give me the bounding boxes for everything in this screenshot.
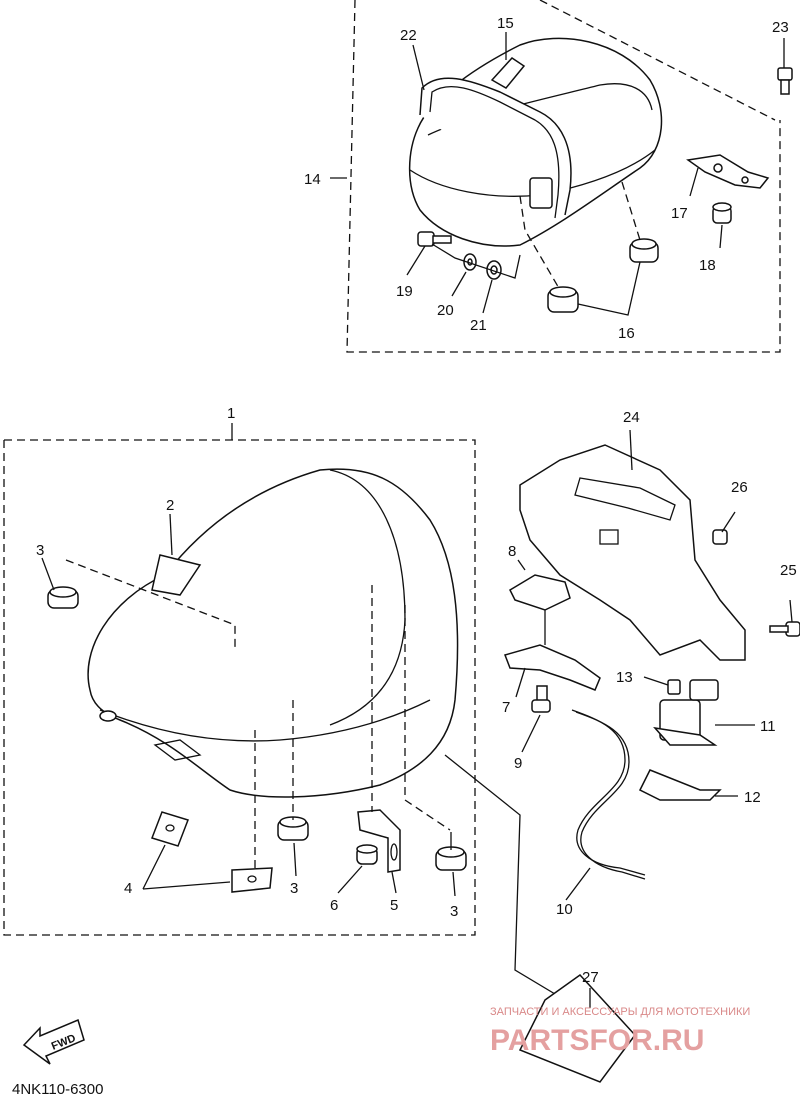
part-label-16: 16 <box>618 325 635 342</box>
part-label-18: 18 <box>699 257 716 274</box>
part-number-labels: 1 2 3 3 3 4 5 6 7 8 9 10 11 12 13 14 15 … <box>36 15 797 986</box>
damper-16-b <box>547 286 579 313</box>
part-label-9: 9 <box>514 755 522 772</box>
nut-6 <box>356 844 378 865</box>
part-label-3a: 3 <box>36 542 44 559</box>
part-label-22: 22 <box>400 27 417 44</box>
bracket-17 <box>686 154 770 189</box>
part-label-25: 25 <box>780 562 797 579</box>
part-label-6: 6 <box>330 897 338 914</box>
main-seat <box>87 468 459 798</box>
bolt-23 <box>777 67 793 95</box>
part-label-5: 5 <box>390 897 398 914</box>
bolt-19 <box>417 231 452 247</box>
grab-bar <box>419 77 572 219</box>
part-label-11: 11 <box>760 718 776 735</box>
part-label-3c: 3 <box>450 903 458 920</box>
lower-leader-lines <box>41 513 566 1001</box>
part-label-2: 2 <box>166 497 174 514</box>
emblem-15 <box>490 57 526 89</box>
bolt-26 <box>712 511 736 545</box>
upper-leader-lines <box>406 32 785 316</box>
label-27 <box>518 974 636 1083</box>
part-label-7: 7 <box>502 699 510 716</box>
part-label-12: 12 <box>744 789 761 806</box>
part-label-10: 10 <box>556 901 573 918</box>
part-label-17: 17 <box>671 205 688 222</box>
part-label-19: 19 <box>396 283 413 300</box>
part-label-1: 1 <box>227 405 235 422</box>
fwd-arrow: FWD <box>22 1018 85 1065</box>
bolt-25 <box>769 599 800 637</box>
damper-3-b <box>277 816 309 841</box>
part-label-20: 20 <box>437 302 454 319</box>
bracket-5 <box>357 809 401 873</box>
part-label-14: 14 <box>304 171 321 188</box>
watermark: ЗАПЧАСТИ И АКСЕССУАРЫ ДЛЯ МОТОТЕХНИКИ PA… <box>490 1006 750 1057</box>
bolt-13 <box>643 676 719 701</box>
part-label-27: 27 <box>582 969 599 986</box>
diagram-code: 4NK110-6300 <box>12 1081 103 1098</box>
damper-3-a <box>47 586 79 609</box>
lever-12 <box>638 769 738 801</box>
bolt-9 <box>521 685 551 753</box>
bracket-7 <box>504 610 601 698</box>
part-label-3b: 3 <box>290 880 298 897</box>
part-label-23: 23 <box>772 19 789 36</box>
part-label-13: 13 <box>616 669 633 686</box>
part-label-24: 24 <box>623 409 640 426</box>
group-1-outline <box>3 423 476 936</box>
damper-3-c <box>435 846 467 871</box>
cable-10 <box>565 709 646 901</box>
nut-18 <box>712 202 732 224</box>
part-label-8: 8 <box>508 543 516 560</box>
damper-16-a <box>629 238 659 263</box>
group-14-outline <box>330 0 781 353</box>
watermark-logo: PARTSFOR.RU <box>490 1024 704 1057</box>
bracket-8 <box>509 559 571 611</box>
clip-4-b <box>231 867 273 893</box>
part-label-21: 21 <box>470 317 487 334</box>
part-label-4: 4 <box>124 880 132 897</box>
part-label-26: 26 <box>731 479 748 496</box>
watermark-subtitle: ЗАПЧАСТИ И АКСЕССУАРЫ ДЛЯ МОТОТЕХНИКИ <box>490 1006 750 1018</box>
emblem-2 <box>151 554 202 596</box>
clip-4-a <box>151 811 189 847</box>
part-label-15: 15 <box>497 15 514 32</box>
cover-24 <box>519 444 746 661</box>
lock-11 <box>653 699 755 746</box>
